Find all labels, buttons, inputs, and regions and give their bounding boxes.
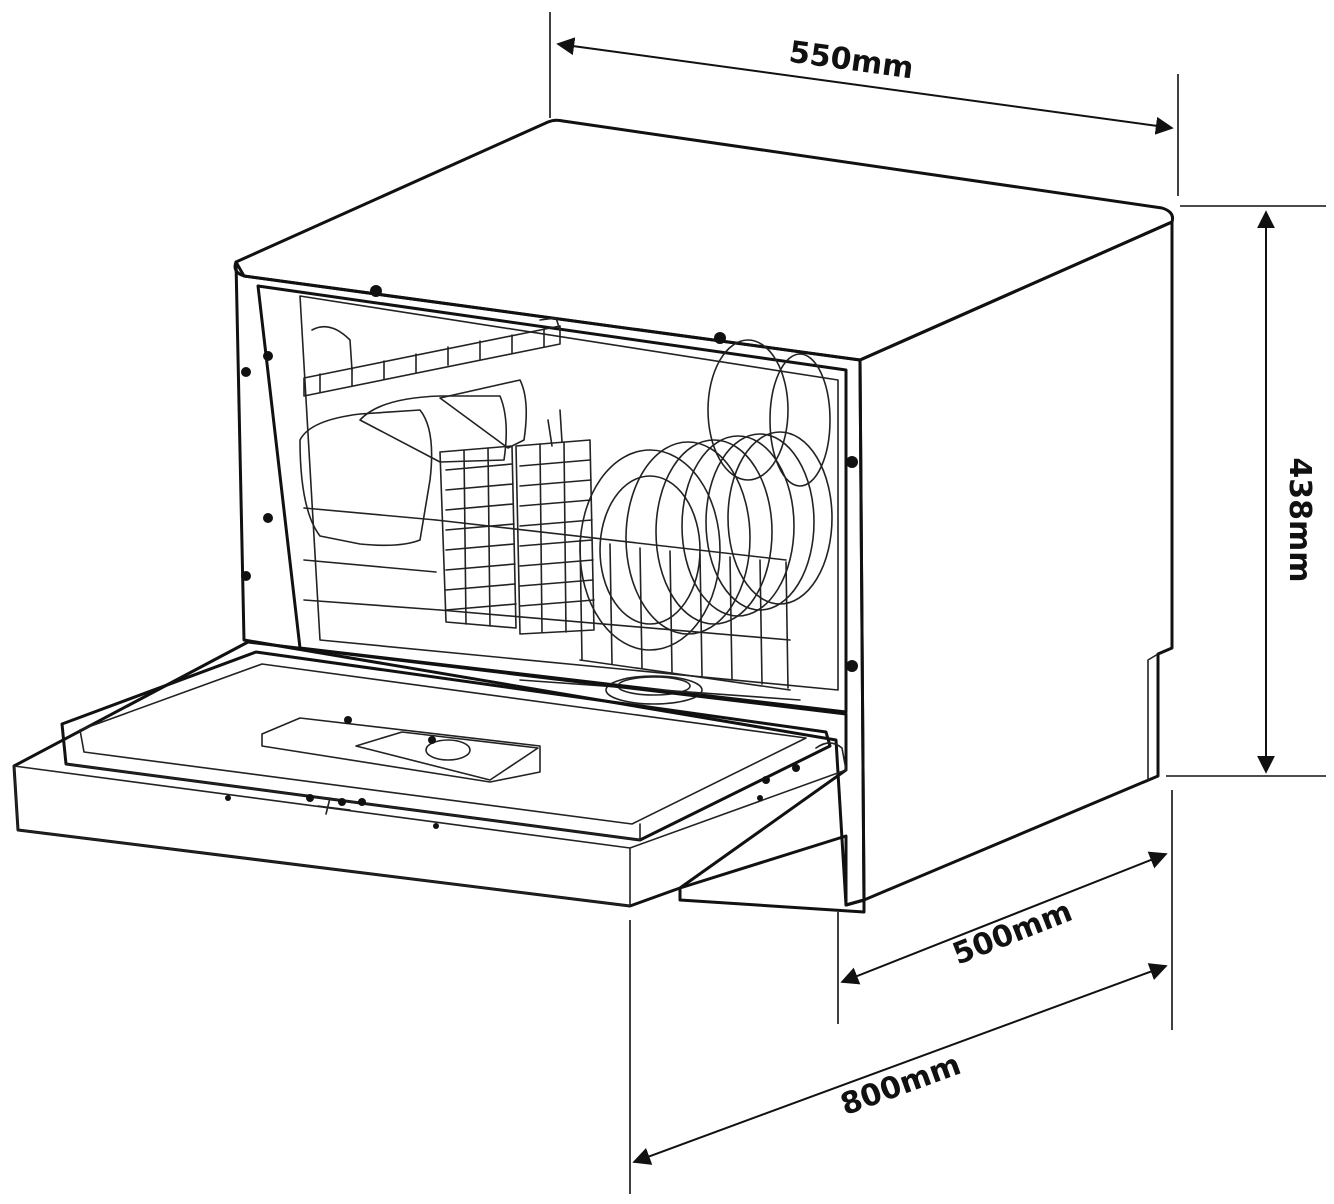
cabinet-top-panel — [233, 118, 1174, 362]
upper-rack — [303, 317, 561, 397]
dimension-depth-door-open: 800mm — [629, 920, 1168, 1194]
height-label: 438mm — [1282, 457, 1317, 582]
cabinet-side-panel — [858, 220, 1174, 902]
cabinet-plinth — [678, 834, 866, 914]
cabinet — [233, 118, 1174, 907]
plates — [579, 339, 833, 651]
spray-arm — [519, 675, 801, 705]
detergent-dispenser — [261, 716, 541, 783]
frame-screws — [241, 285, 858, 672]
left-cups — [299, 379, 528, 547]
depth-door-open-label: 800mm — [836, 1047, 966, 1123]
dimension-width: 550mm — [549, 12, 1179, 196]
door-open — [12, 640, 848, 908]
dimension-depth: 500mm — [837, 790, 1173, 1030]
lower-rack — [303, 507, 791, 691]
cutlery-basket-left — [439, 445, 517, 629]
cutlery-basket-right — [515, 409, 595, 635]
depth-label: 500mm — [948, 894, 1077, 972]
door-hinge-details — [225, 742, 847, 829]
dimension-height: 438mm — [1166, 205, 1326, 777]
door-inner-tray — [60, 650, 832, 842]
cabinet-opening — [256, 284, 848, 714]
interior-contents — [299, 317, 833, 705]
